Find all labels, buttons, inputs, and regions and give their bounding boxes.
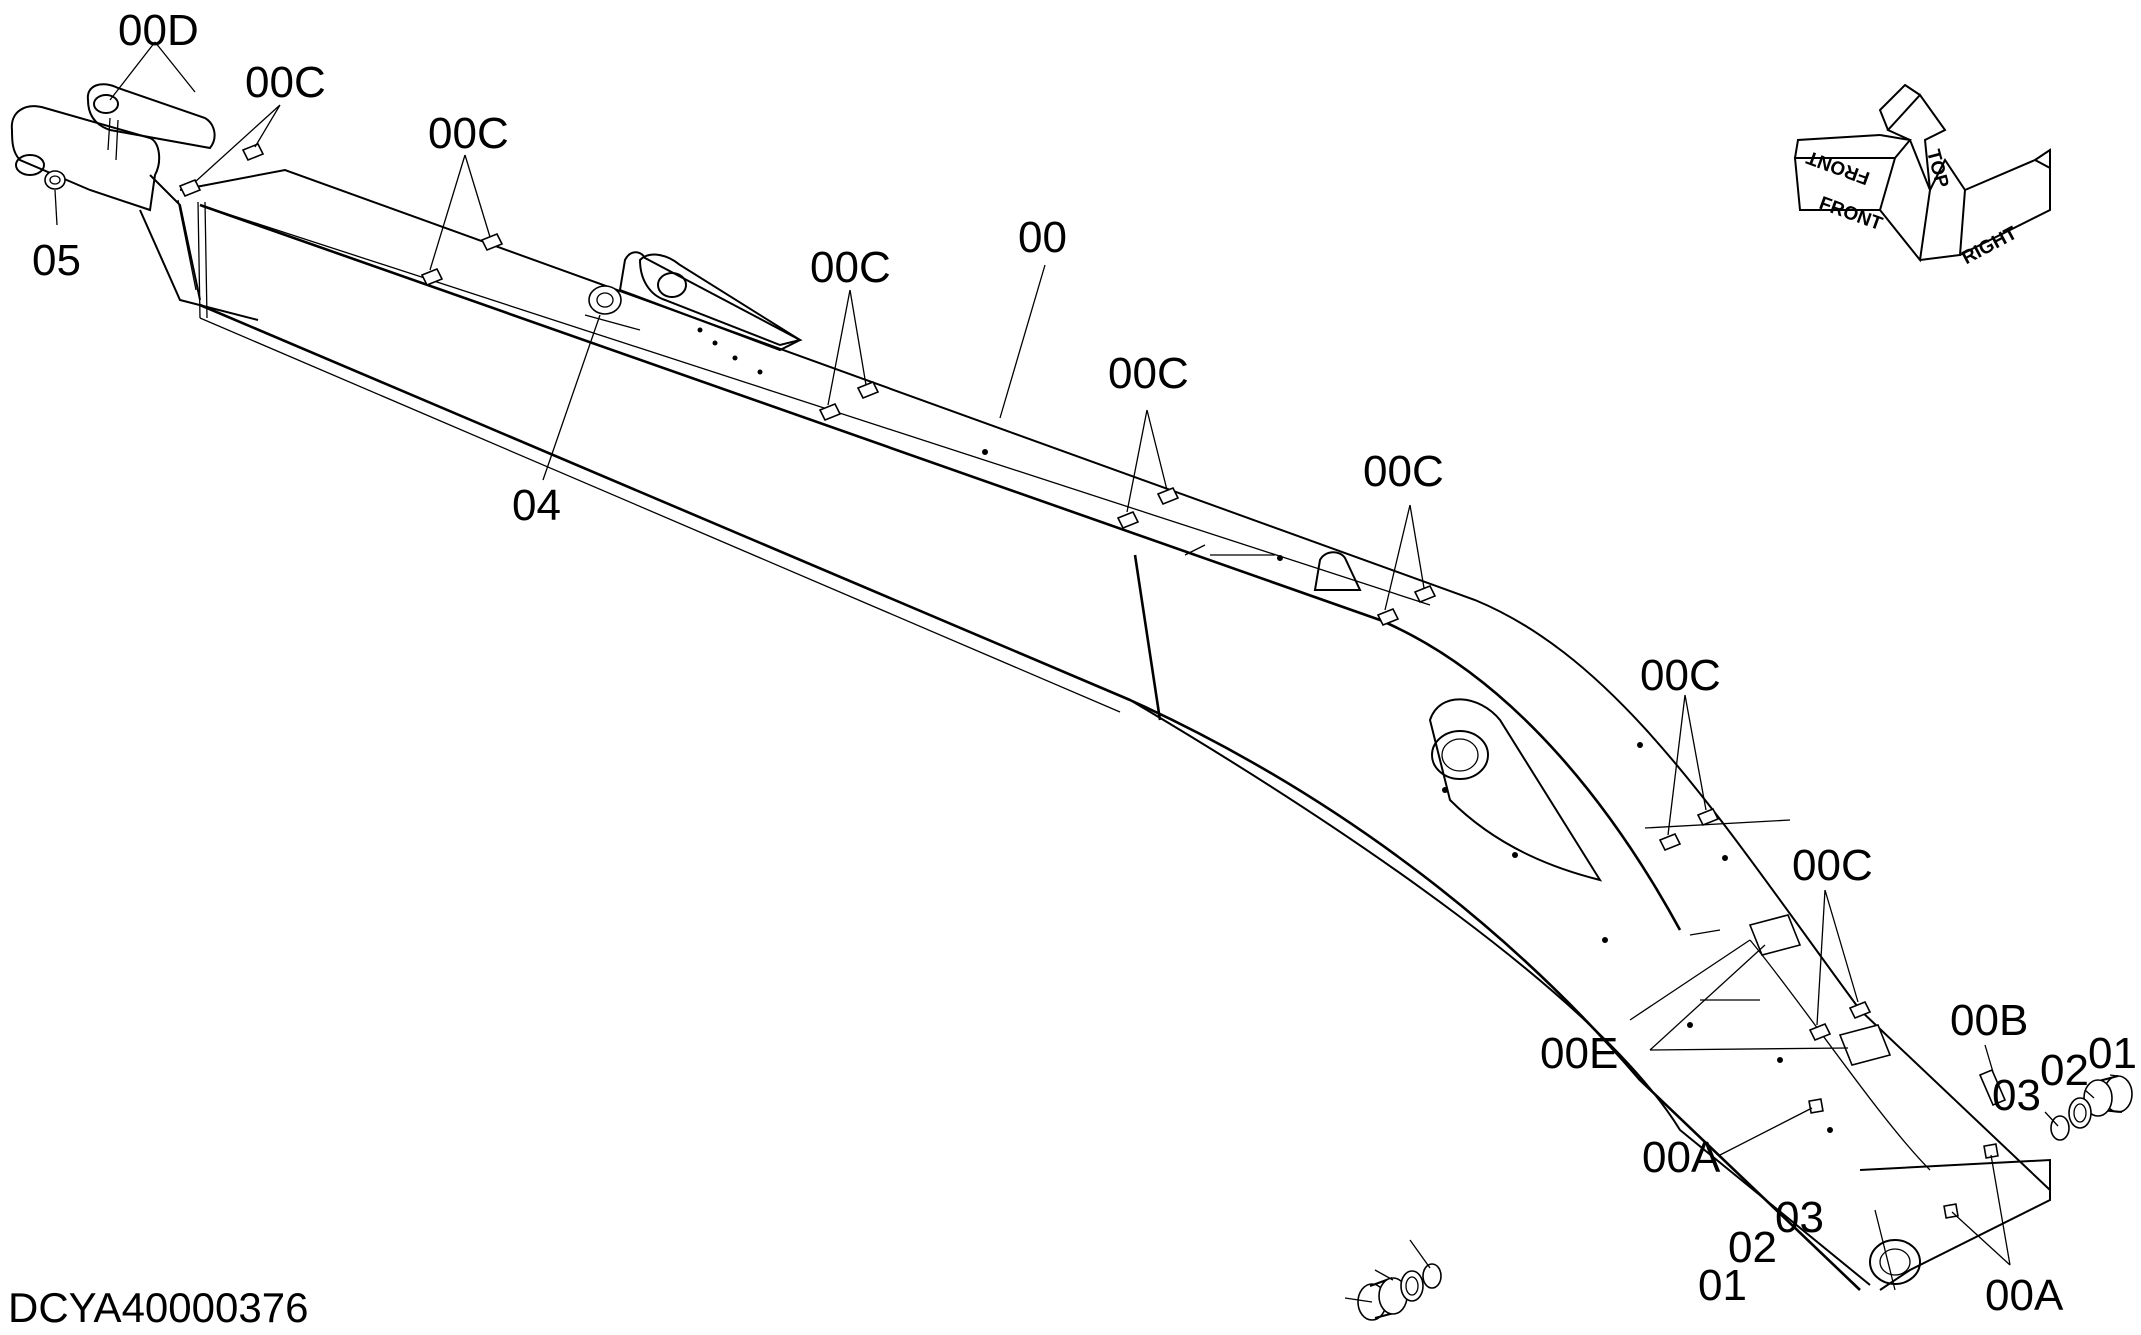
leader-lines [54,41,2119,1303]
callout-00c-5: 00C [1363,447,1444,496]
boom-structure [10,83,2051,1291]
orientation-front-label: FRONT [1816,193,1885,235]
callout-00a-1: 00A [1642,1133,1721,1182]
orientation-right-label: RIGHT [1959,223,2021,269]
callout-01-left: 01 [1698,1261,1747,1310]
orientation-symbol: FRONT FRONT TOP RIGHT [1793,83,2051,269]
callout-00a-2: 00A [1985,1271,2064,1320]
callout-00c-3: 00C [810,243,891,292]
callout-00c-1: 00C [245,58,326,107]
callout-04: 04 [512,481,561,530]
callout-03-right: 03 [1992,1071,2041,1120]
drawing-number: DCYA40000376 [8,1284,308,1331]
callout-00d: 00D [118,6,199,55]
callout-05: 05 [32,236,81,285]
clip-group [178,142,1872,1042]
callout-00b: 00B [1950,996,2028,1045]
callout-00e: 00E [1540,1029,1618,1078]
callout-00c-7: 00C [1792,841,1873,890]
pin-parts-left [1357,1263,1442,1321]
callout-02-right: 02 [2040,1046,2089,1095]
callout-00c-4: 00C [1108,349,1189,398]
callout-labels: 00D 00C 00C 00C 00C 00C 00C 00C 00 04 05… [8,6,2137,1331]
callout-00: 00 [1018,213,1067,262]
callout-02-left: 02 [1728,1223,1777,1272]
callout-03-left: 03 [1775,1193,1824,1242]
callout-00c-2: 00C [428,109,509,158]
callout-00c-6: 00C [1640,651,1721,700]
callout-01-right: 01 [2088,1029,2137,1078]
orientation-front-label-upper: FRONT [1804,146,1873,188]
